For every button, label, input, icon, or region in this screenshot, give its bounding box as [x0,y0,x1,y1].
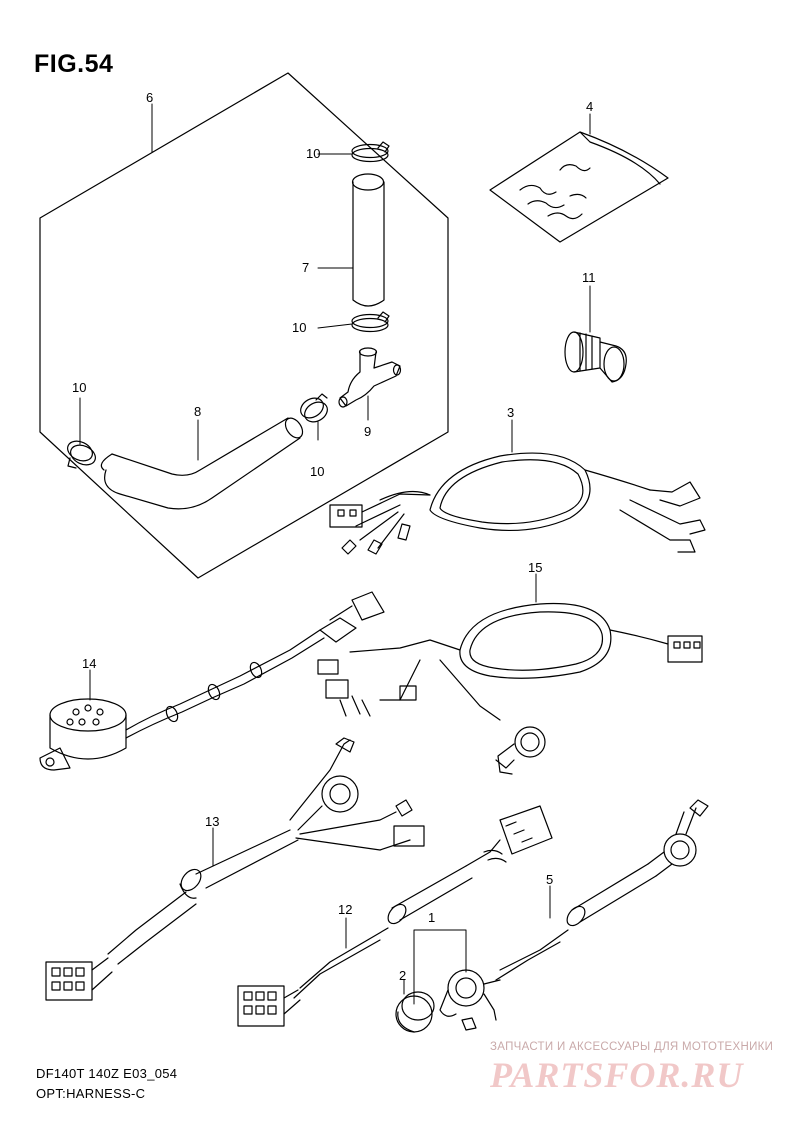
kit-6-outline [39,72,449,579]
figure-title: FIG.54 [34,50,114,78]
figure-subtitle: OPT:HARNESS-C [36,1086,146,1101]
callout-10a: 10 [306,146,320,161]
part-14-buzzer [39,591,385,771]
part-15-harness [317,602,703,775]
clamp-10-right [300,393,328,423]
part-5-harness [495,799,709,981]
part-13-harness [45,737,425,1001]
part-11-grommet [564,331,627,383]
part-9-t-fitting [338,347,402,408]
callout-3: 3 [507,405,514,420]
callout-5: 5 [546,872,553,887]
part-12-harness [237,805,553,1027]
part-8-hose [100,417,304,510]
callout-9: 9 [364,424,371,439]
leader-lines [79,103,591,1005]
callout-6: 6 [146,90,153,105]
clamp-10-mid [351,311,390,333]
watermark-tagline: ЗАПЧАСТИ И АКСЕССУАРЫ ДЛЯ МОТОТЕХНИКИ [490,1041,774,1053]
part-3-harness [329,452,706,555]
callout-7: 7 [302,260,309,275]
callout-2: 2 [399,968,406,983]
callout-labels: 6 4 10 7 11 10 10 8 3 9 10 15 14 13 5 12… [72,90,596,983]
callout-1: 1 [428,910,435,925]
callout-14: 14 [82,656,96,671]
part-1-2-socket [395,969,501,1033]
callout-15: 15 [528,560,542,575]
callout-8: 8 [194,404,201,419]
callout-12: 12 [338,902,352,917]
watermark-logo: PARTSFOR.RU [490,1055,744,1095]
callout-4: 4 [586,99,593,114]
callout-10b: 10 [292,320,306,335]
part-4-bag [489,131,669,243]
model-code: DF140T 140Z E03_054 [36,1066,178,1081]
callout-10c: 10 [72,380,86,395]
clamp-10-left [67,440,96,469]
callout-11: 11 [582,270,596,285]
clamp-10-top [351,141,390,163]
part-7-hose [351,173,385,307]
callout-13: 13 [205,814,219,829]
callout-10d: 10 [310,464,324,479]
